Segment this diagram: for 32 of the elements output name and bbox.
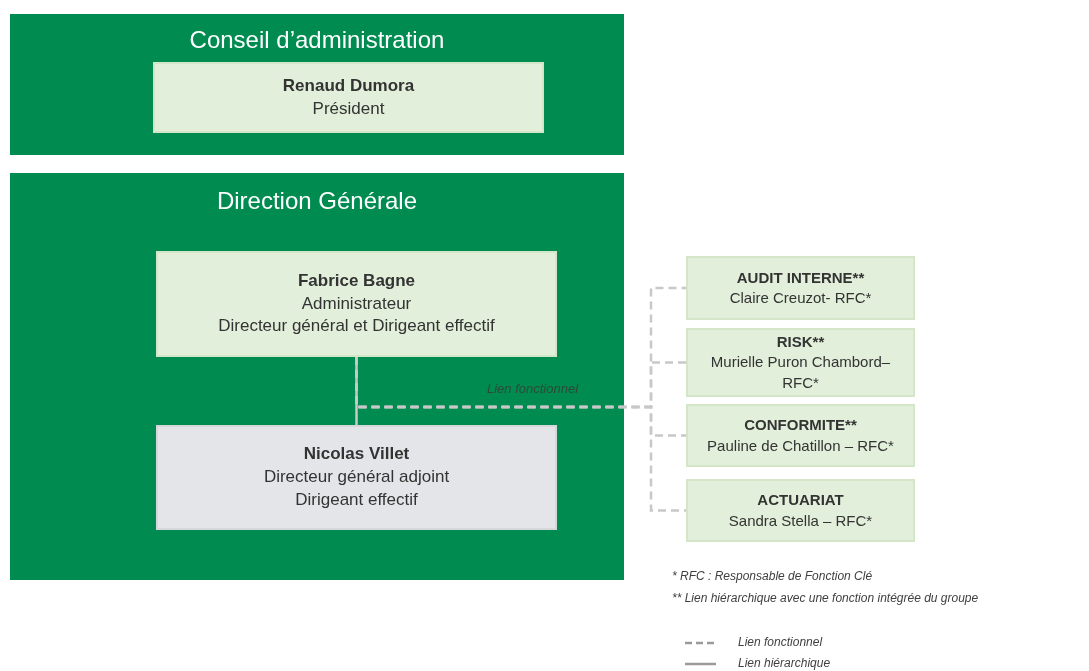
person-box bbox=[156, 425, 557, 530]
person-box bbox=[156, 251, 557, 357]
role-text: Directeur général adjoint bbox=[263, 466, 450, 489]
responsible-text: Claire Creuzot- RFC* bbox=[729, 288, 872, 308]
person-name: Renaud Dumora bbox=[282, 74, 415, 97]
person-name: Fabrice Bagne bbox=[297, 269, 416, 292]
function-box bbox=[686, 479, 915, 542]
role-text: Président bbox=[312, 97, 385, 120]
section-panel bbox=[10, 14, 624, 155]
function-title: AUDIT INTERNE** bbox=[736, 267, 865, 288]
function-title: ACTUARIAT bbox=[757, 490, 844, 511]
section-panel bbox=[10, 173, 624, 580]
legend-label: Lien hiérarchique bbox=[738, 656, 831, 670]
role-text: Directeur général et Dirigeant effectif bbox=[218, 315, 495, 338]
role-text: Dirigeant effectif bbox=[295, 488, 418, 511]
function-title: RISK** bbox=[776, 332, 825, 353]
function-title: CONFORMITE** bbox=[744, 415, 857, 436]
responsible-text: Murielle Puron Chambord– RFC* bbox=[709, 352, 892, 393]
person-name: Nicolas Villet bbox=[303, 443, 410, 466]
function-box bbox=[686, 404, 915, 467]
legend-label: Lien fonctionnel bbox=[738, 635, 823, 649]
responsible-text: Sandra Stella – RFC* bbox=[728, 510, 873, 531]
edge-label: Lien fonctionnel bbox=[487, 381, 579, 396]
footnote: * RFC : Responsable de Fonction Clé bbox=[672, 569, 873, 583]
section-title: Conseil d’administration bbox=[188, 26, 446, 54]
section-title: Direction Générale bbox=[215, 187, 419, 215]
footnote: ** Lien hiérarchique avec une fonction intégrée du groupe bbox=[672, 591, 979, 605]
responsible-text: Pauline de Chatillon – RFC* bbox=[707, 435, 894, 456]
function-box bbox=[686, 328, 915, 397]
role-text: Administrateur bbox=[301, 292, 412, 315]
function-box bbox=[686, 256, 915, 320]
person-box bbox=[153, 62, 544, 133]
